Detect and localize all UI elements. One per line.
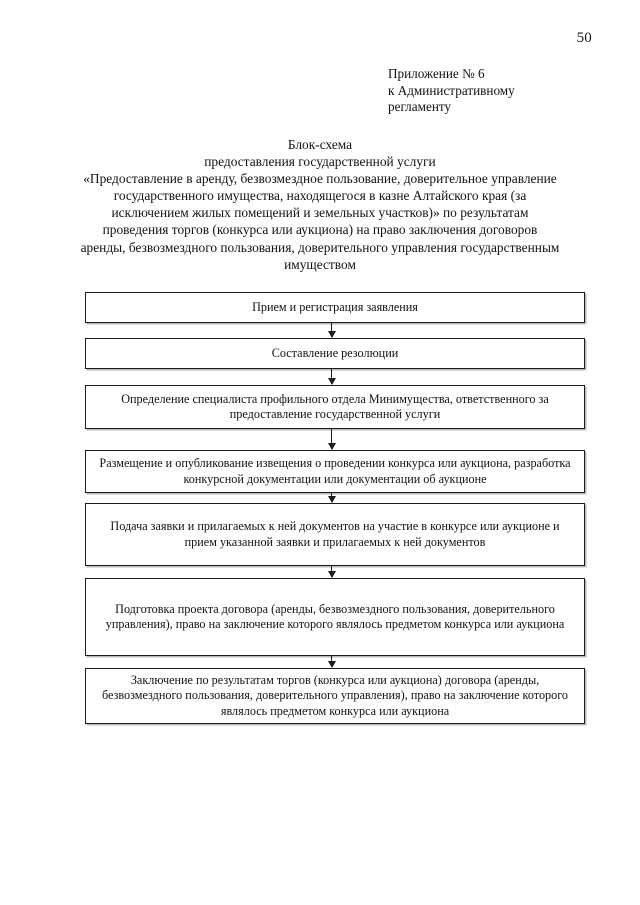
title-line-4: государственного имущества, находящегося… [113,188,527,204]
title-line-3: «Предоставление в аренду, безвозмездное … [83,171,557,187]
flow-step-3: Определение специалиста профильного отде… [85,385,585,429]
flow-step-6: Подготовка проекта договора (аренды, без… [85,578,585,656]
flow-step-4: Размещение и опубликование извещения о п… [85,450,585,493]
title-line-7: аренды, безвозмездного пользования, дове… [80,239,560,255]
flow-step-1: Прием и регистрация заявления [85,292,585,323]
flow-step-1-label: Прием и регистрация заявления [252,299,418,314]
title-line-6: проведения торгов (конкурса или аукциона… [102,222,538,238]
flow-step-5-label: Подача заявки и прилагаемых к ней докуме… [110,519,560,549]
flow-arrow-6-to-7-icon [327,656,336,668]
appendix-line-1: Приложение № 6 [388,66,485,81]
flow-step-5: Подача заявки и прилагаемых к ней докуме… [85,503,585,566]
flow-arrow-3-to-4-icon [327,429,336,450]
flow-step-2-label: Составление резолюции [271,345,399,360]
flow-step-2: Составление резолюции [85,338,585,369]
flow-step-6-label: Подготовка проекта договора (аренды, без… [105,601,565,631]
appendix-reference-block: Приложение № 6 к Административному регла… [388,66,628,116]
title-line-8: имуществом [284,256,356,272]
document-title: Блок-схема предоставления государственно… [64,136,576,273]
flow-step-7: Заключение по результатам торгов (конкур… [85,668,585,724]
flow-step-4-label: Размещение и опубликование извещения о п… [99,456,571,486]
title-line-2: предоставления государственной услуги [204,154,436,170]
flow-arrow-2-to-3-icon [327,369,336,385]
flow-step-7-label: Заключение по результатам торгов (конкур… [101,673,569,718]
flow-arrow-5-to-6-icon [327,566,336,578]
page-number: 50 [576,30,592,46]
title-line-5: исключением жилых помещений и земельных … [111,205,529,221]
flow-arrow-1-to-2-icon [327,323,336,338]
appendix-line-2: к Административному [388,82,515,98]
flow-step-3-label: Определение специалиста профильного отде… [121,391,549,421]
flow-arrow-4-to-5-icon [327,493,336,503]
title-line-1: Блок-схема [287,137,353,152]
appendix-line-3: регламенту [388,99,452,114]
